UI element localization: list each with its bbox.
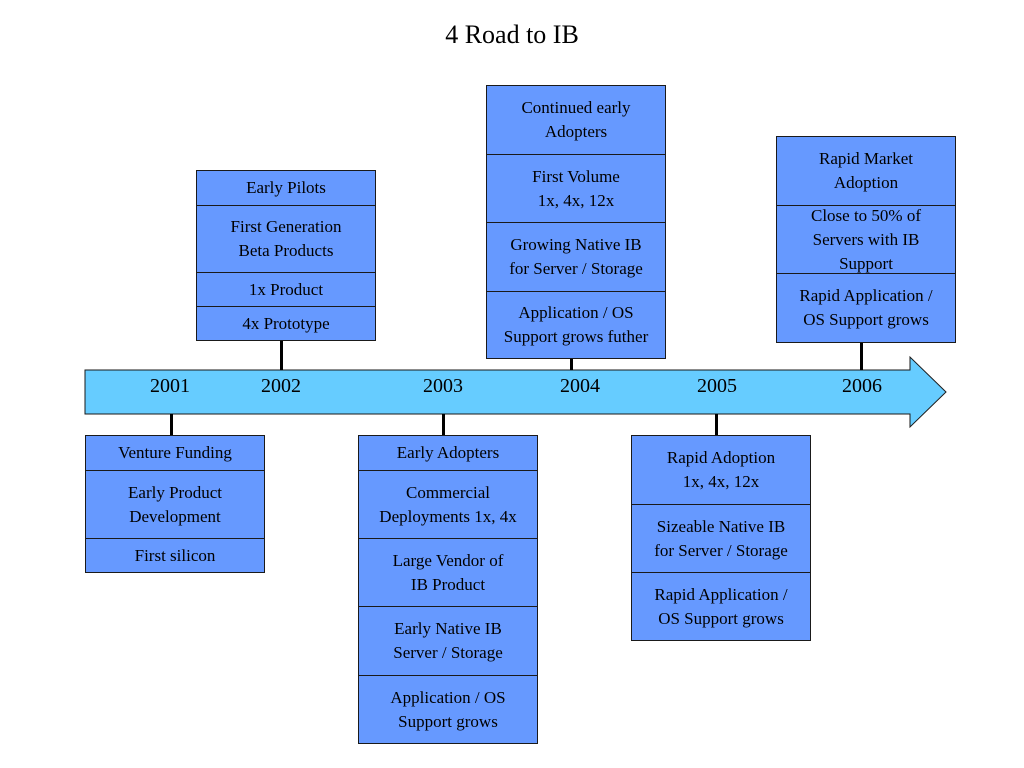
milestone-2006-rapid-market: Rapid Market Adoption [819,149,913,192]
milestone-2004-first-volume: First Volume 1x, 4x, 12x [487,154,665,222]
milestone-2003-application-os: Application / OS Support grows [359,675,537,743]
milestone-2002-1x-product: 1x Product [197,272,375,306]
milestone-box-2004: Continued early Adopters First Volume 1x… [486,85,666,359]
milestone-2003-large-vendor: Large Vendor of IB Product [359,538,537,606]
year-2006: 2006 [842,375,882,397]
year-2003: 2003 [423,375,463,397]
year-2005: 2005 [697,375,737,397]
milestone-2005-rapid-adoption: Rapid Adoption 1x, 4x, 12x [666,448,776,491]
milestone-box-2001: Venture Funding Early Product Developmen… [85,435,265,573]
year-2001: 2001 [150,375,190,397]
milestone-2004-application-os: Application / OS Support grows futher [487,291,665,358]
year-2002: 2002 [261,375,301,397]
milestone-2002-first-generation: First Generation Beta Products [197,205,375,272]
connector-2004 [570,357,573,370]
milestone-2003-early-adopters: Early Adopters [396,443,500,462]
milestone-box-2002: Early Pilots First Generation Beta Produ… [196,170,376,341]
milestone-2001-venture-funding: Venture Funding [118,443,232,462]
milestone-2001-first-silicon: First silicon [86,538,264,572]
milestone-2006-rapid-application: Rapid Application / OS Support grows [777,273,955,342]
milestone-2003-early-native-ib: Early Native IB Server / Storage [359,606,537,675]
milestone-2003-commercial-deployments: Commercial Deployments 1x, 4x [359,470,537,538]
page-title: 4 Road to IB [445,20,579,49]
milestone-2002-4x-prototype: 4x Prototype [197,306,375,340]
milestone-2002-early-pilots: Early Pilots [246,178,326,197]
connector-2003 [442,414,445,435]
timeline-arrow-shape [84,355,947,429]
milestone-2005-rapid-application: Rapid Application / OS Support grows [632,572,810,640]
milestone-2004-growing-native-ib: Growing Native IB for Server / Storage [487,222,665,291]
milestone-2001-early-product: Early Product Development [86,470,264,538]
milestone-2005-sizeable-native-ib: Sizeable Native IB for Server / Storage [632,504,810,572]
connector-2002 [280,341,283,370]
milestone-box-2005: Rapid Adoption 1x, 4x, 12x Sizeable Nati… [631,435,811,641]
milestone-2004-continued-adopters: Continued early Adopters [521,98,631,141]
connector-2006 [860,341,863,370]
connector-2005 [715,414,718,435]
milestone-box-2006: Rapid Market Adoption Close to 50% of Se… [776,136,956,343]
milestone-2006-close-to-50: Close to 50% of Servers with IB Support [777,205,955,273]
connector-2001 [170,414,173,435]
milestone-box-2003: Early Adopters Commercial Deployments 1x… [358,435,538,744]
year-2004: 2004 [560,375,600,397]
